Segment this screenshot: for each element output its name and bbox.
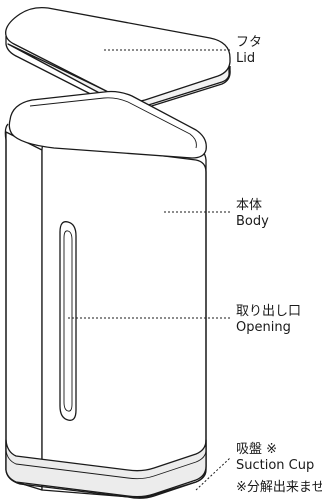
suction-label: 吸盤 ※ Suction Cup — [236, 442, 314, 474]
suction-label-en: Suction Cup — [236, 458, 315, 473]
suction-label-ja: 吸盤 ※ — [236, 442, 278, 457]
opening-label-ja: 取り出し口 — [236, 304, 302, 319]
body-label-ja: 本体 — [236, 198, 263, 213]
lid-label-en: Lid — [236, 51, 256, 66]
opening-label: 取り出し口 Opening — [236, 304, 301, 336]
disassembly-note: ※分解出来ません — [236, 480, 322, 495]
opening-label-en: Opening — [236, 320, 291, 335]
leader-lines — [68, 49, 231, 491]
lid-label-ja: フタ — [236, 35, 263, 50]
body-illustration — [4, 90, 207, 499]
body-label: 本体 Body — [236, 198, 269, 230]
body-label-en: Body — [236, 214, 269, 229]
lid-label: フタ Lid — [236, 35, 262, 67]
